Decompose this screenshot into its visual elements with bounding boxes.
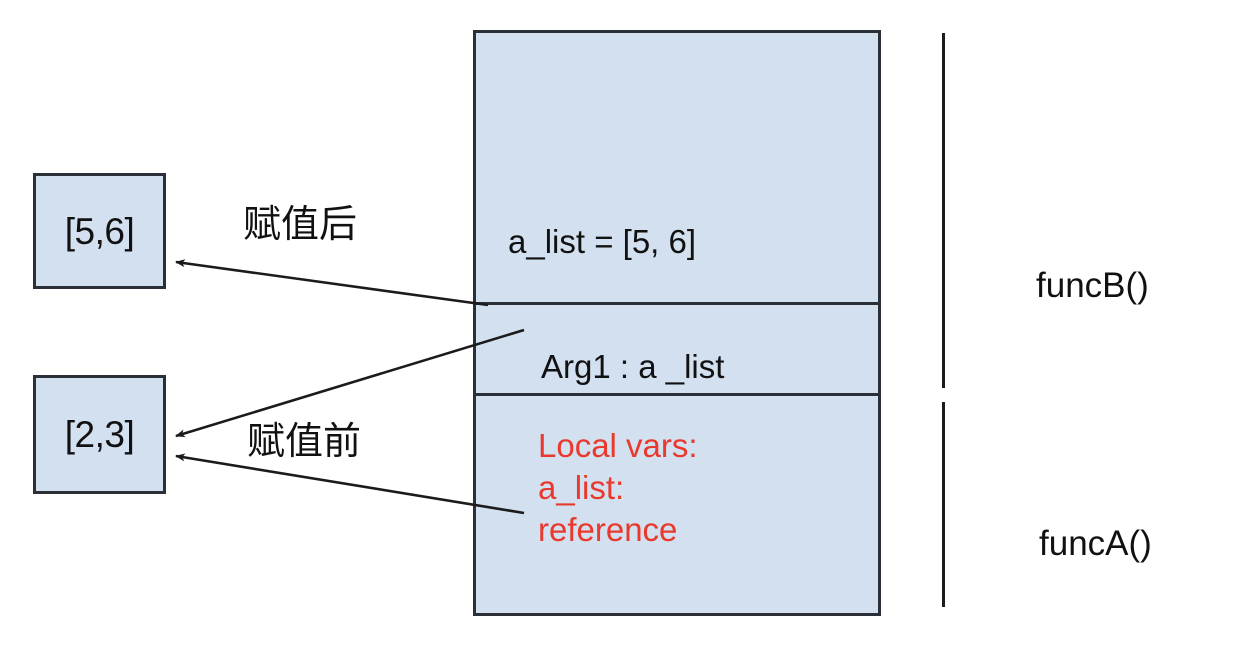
- annotation-label-before-assignment: 赋值前: [247, 419, 362, 463]
- stack-frame-divider-upper: [473, 302, 881, 305]
- stack-frame-assignment-text: a_list = [5, 6]: [508, 223, 697, 260]
- arrow-assigned-to-56: [175, 259, 489, 307]
- scope-bracket-funca: [942, 402, 945, 607]
- stack-frame-argument-text: Arg1 : a _list: [541, 348, 725, 385]
- scope-label-funca: funcA(): [1039, 524, 1152, 563]
- scope-label-funcb: funcB(): [1036, 266, 1149, 305]
- annotation-label-after-assignment: 赋值后: [243, 202, 358, 246]
- heap-object-box-23: [2,3]: [33, 375, 166, 494]
- arrow-local-to-23: [175, 453, 525, 515]
- stack-frame-divider-lower: [473, 393, 881, 396]
- scope-bracket-funcb: [942, 33, 945, 388]
- stack-frame-local-vars-text: Local vars: a_list: reference: [538, 427, 698, 549]
- stack-frame-box: a_list = [5, 6] Arg1 : a _list Local var…: [473, 30, 881, 616]
- heap-object-box-56: [5,6]: [33, 173, 166, 289]
